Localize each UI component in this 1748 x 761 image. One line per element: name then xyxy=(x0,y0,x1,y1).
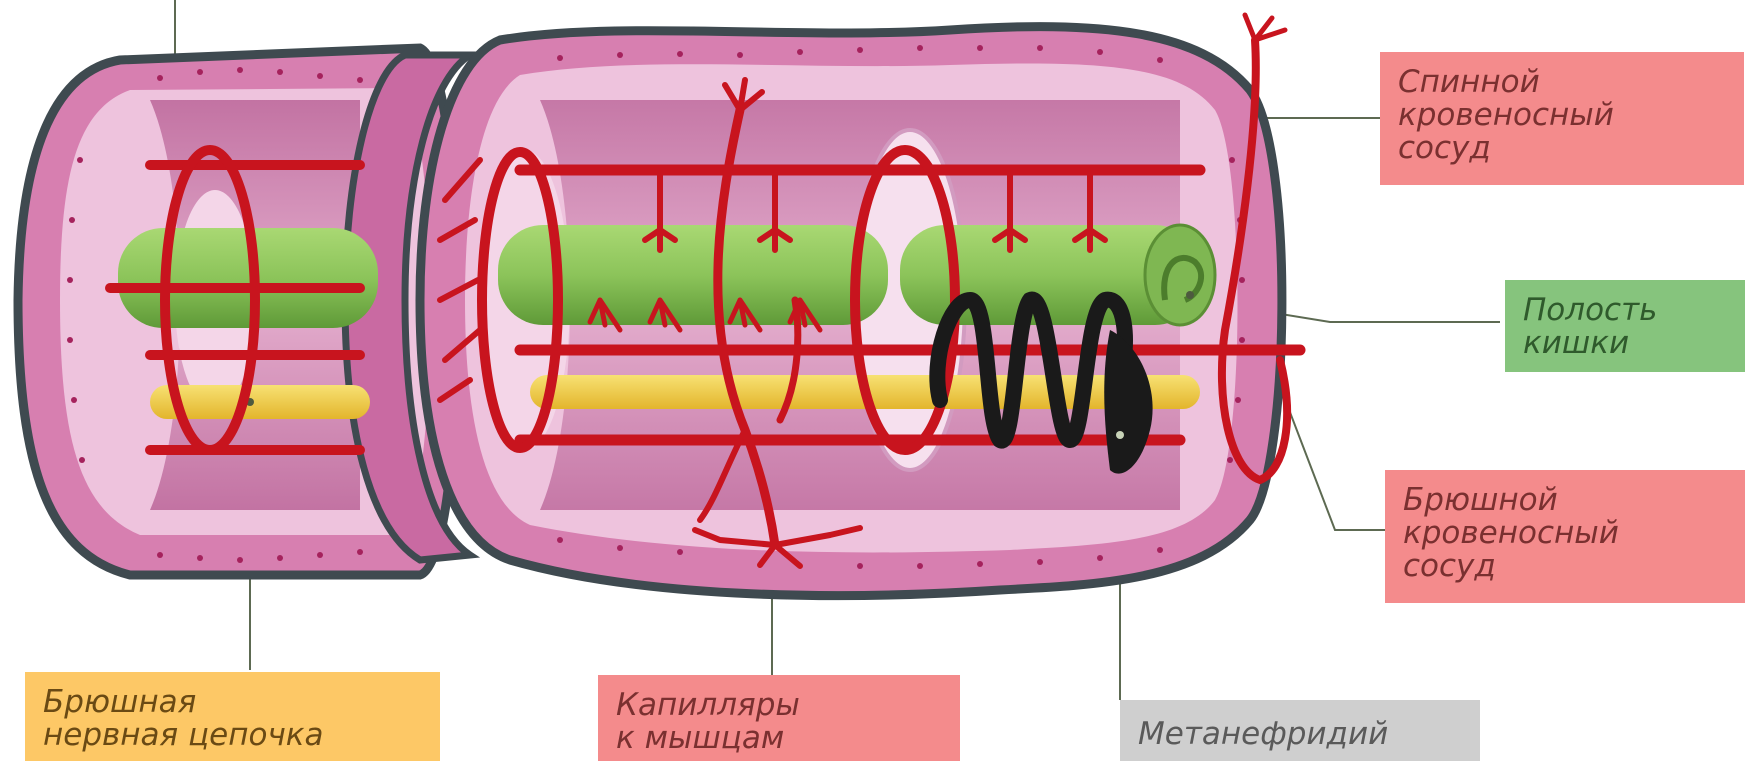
label-dorsal-vessel-line3: сосуд xyxy=(1398,132,1726,165)
label-capillaries-line1: Капилляры xyxy=(616,689,942,722)
label-nerve-cord-line2: нервная цепочка xyxy=(43,719,422,752)
gut-opening xyxy=(1145,225,1215,325)
label-gut-cavity-line2: кишки xyxy=(1523,327,1727,360)
label-nerve-cord: Брюшная нервная цепочка xyxy=(25,672,440,761)
label-gut-cavity-line1: Полость xyxy=(1523,294,1727,327)
label-dorsal-vessel: Спинной кровеносный сосуд xyxy=(1380,52,1744,185)
label-capillaries-line2: к мышцам xyxy=(616,722,942,755)
label-dorsal-vessel-line1: Спинной xyxy=(1398,66,1726,99)
label-ventral-vessel-line2: кровеносный xyxy=(1403,517,1727,550)
dorsal-vessel-top-branches xyxy=(1245,15,1285,40)
label-ventral-vessel: Брюшной кровеносный сосуд xyxy=(1385,470,1745,603)
label-metanephridium: Метанефридий xyxy=(1120,700,1480,761)
label-gut-cavity: Полость кишки xyxy=(1505,280,1745,372)
metanephridium-marker xyxy=(1116,431,1124,439)
label-dorsal-vessel-line2: кровеносный xyxy=(1398,99,1726,132)
gut-cavity-marker xyxy=(1186,291,1194,299)
label-ventral-vessel-line1: Брюшной xyxy=(1403,484,1727,517)
label-ventral-vessel-line3: сосуд xyxy=(1403,550,1727,583)
label-metanephridium-line1: Метанефридий xyxy=(1138,718,1462,751)
label-capillaries: Капилляры к мышцам xyxy=(598,675,960,761)
label-nerve-cord-line1: Брюшная xyxy=(43,686,422,719)
